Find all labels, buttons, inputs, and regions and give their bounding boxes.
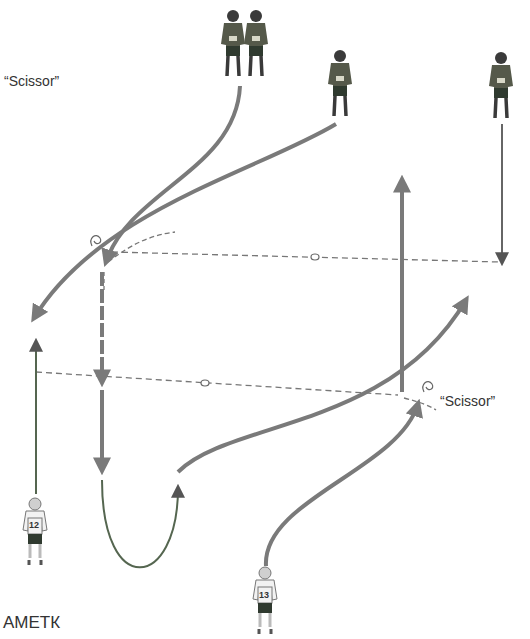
run-arrow <box>100 272 104 382</box>
pass-line <box>112 252 500 262</box>
jersey-number: 13 <box>259 590 269 600</box>
player-figure <box>244 10 268 76</box>
label-holder: АМЕТК <box>3 614 60 633</box>
label-holder: 12 <box>29 514 39 532</box>
pass-line <box>404 398 436 410</box>
run-arrow <box>34 124 336 318</box>
label-holder: “Scissor” <box>4 72 59 90</box>
loop-run <box>102 480 178 567</box>
run-arrow <box>501 124 503 262</box>
player-figure <box>23 498 47 565</box>
run-arrow <box>35 342 37 494</box>
run-arrow <box>266 404 418 566</box>
ball-symbol <box>201 380 209 386</box>
scissor-mark <box>423 382 433 392</box>
scissor-mark <box>91 236 101 246</box>
label-holder: 13 <box>259 584 269 602</box>
player-figure <box>328 50 352 116</box>
player-figure <box>221 10 245 76</box>
run-arrow <box>178 300 466 472</box>
label-holder: “Scissor” <box>440 392 495 410</box>
ball-symbol <box>311 254 319 260</box>
jersey-number: 12 <box>29 520 39 530</box>
page-fragment: АМЕТК <box>3 613 60 632</box>
run-arrow <box>100 390 104 470</box>
run-arrow <box>106 86 240 262</box>
pass-line <box>36 372 398 395</box>
play-label: “Scissor” <box>4 73 59 89</box>
player-figure <box>489 52 513 118</box>
player-figure <box>253 567 277 634</box>
play-label: “Scissor” <box>440 393 495 409</box>
run-arrow <box>400 180 404 392</box>
